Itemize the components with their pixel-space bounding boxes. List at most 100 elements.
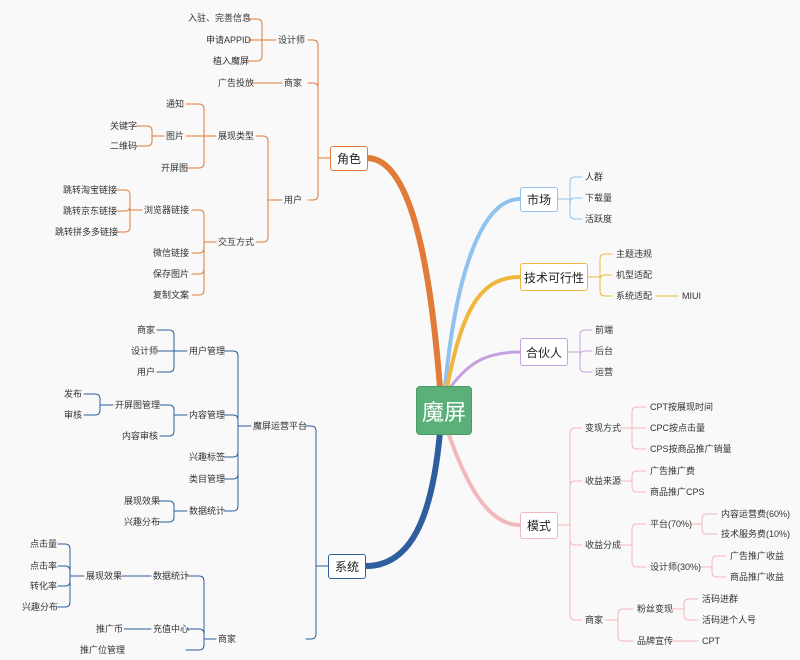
node-cvr[interactable]: 转化率 [30,581,58,591]
node-copy-text[interactable]: 复制文案 [153,290,190,300]
bracket-branch [569,524,583,621]
node-ops-interest[interactable]: 兴趣分布 [124,517,161,527]
node-um-merchant[interactable]: 商家 [137,325,156,335]
node-promo-coin[interactable]: 推广币 [96,624,124,634]
node-publish[interactable]: 发布 [64,389,83,399]
bracket-branch [83,404,101,416]
node-ad-fee[interactable]: 广告推广费 [650,466,696,476]
node-sys-merchant[interactable]: 商家 [218,634,237,644]
node-designer-share[interactable]: 设计师(30%) [650,562,702,572]
node-ad-slot[interactable]: 推广位管理 [80,645,126,655]
node-brand[interactable]: 品牌宣传 [637,636,674,646]
node-activity[interactable]: 活跃度 [585,214,613,224]
node-cps[interactable]: CPS按商品推广销量 [650,444,732,454]
branch-role[interactable]: 角色 [330,146,368,171]
node-image[interactable]: 图片 [166,131,185,141]
node-crowd[interactable]: 人群 [585,172,604,182]
node-qr-personal[interactable]: 活码进个人号 [702,615,757,625]
node-interest-dist[interactable]: 兴趣分布 [22,602,59,612]
node-recharge[interactable]: 充值中心 [153,624,190,634]
branch-market[interactable]: 市场 [520,187,558,212]
node-product-income[interactable]: 商品推广收益 [730,572,785,582]
node-browser-link[interactable]: 浏览器链接 [144,205,190,215]
node-designer-embed[interactable]: 植入魔屏 [213,56,250,66]
node-splash-mgmt[interactable]: 开屏图管理 [115,400,161,410]
node-designer[interactable]: 设计师 [278,35,306,45]
bracket-branch [191,209,205,243]
node-splash[interactable]: 开屏图 [161,163,189,173]
node-tech-service-fee[interactable]: 技术服务费(10%) [721,529,791,539]
node-user[interactable]: 用户 [284,195,303,205]
node-category-mgmt[interactable]: 类目管理 [189,474,226,484]
node-sys-adapt[interactable]: 系统适配 [616,291,653,301]
node-revenue-source[interactable]: 收益来源 [585,476,622,486]
root-node[interactable]: 魔屏 [416,386,472,435]
bracket-branch [711,555,727,568]
bracket-branch [156,329,175,352]
node-content-review[interactable]: 内容审核 [122,431,159,441]
node-jd[interactable]: 跳转京东链接 [63,206,118,216]
node-brand-cpt[interactable]: CPT [702,636,720,646]
node-review[interactable]: 审核 [64,410,83,420]
node-taobao[interactable]: 跳转淘宝链接 [63,185,118,195]
node-mode-merchant[interactable]: 商家 [585,615,604,625]
node-ad-income[interactable]: 广告推广收益 [730,551,785,561]
node-clicks[interactable]: 点击量 [30,539,58,549]
node-m-stats[interactable]: 数据统计 [153,571,190,581]
node-interaction[interactable]: 交互方式 [218,237,255,247]
node-product-cps[interactable]: 商品推广CPS [650,487,705,497]
node-notice[interactable]: 通知 [166,99,185,109]
bracket-branch [115,205,131,212]
bracket-branch [159,414,175,437]
node-m-display[interactable]: 展现效果 [86,571,123,581]
node-um-designer[interactable]: 设计师 [131,346,159,356]
node-cpc[interactable]: CPC按点击量 [650,423,706,433]
bracket-branch [569,524,583,546]
branch-tech[interactable]: 技术可行性 [520,263,588,291]
node-ctr[interactable]: 点击率 [30,561,58,571]
node-ops-platform[interactable]: 魔屏运营平台 [253,421,308,431]
node-theme-violation[interactable]: 主题违规 [616,249,653,259]
node-frontend[interactable]: 前端 [595,325,614,335]
node-platform-share[interactable]: 平台(70%) [650,519,693,529]
bracket-branch [57,575,71,608]
node-display-type[interactable]: 展现类型 [218,131,255,141]
node-downloads[interactable]: 下载量 [585,193,613,203]
bracket-branch [711,566,727,578]
node-qr-group[interactable]: 活码进群 [702,594,739,604]
bracket-branch [569,176,583,200]
node-keyword[interactable]: 关键字 [110,121,138,131]
node-designer-join[interactable]: 入驻、完善信息 [188,13,252,23]
node-wechat-link[interactable]: 微信链接 [153,248,190,258]
node-qrcode[interactable]: 二维码 [110,141,138,151]
node-interest-tags[interactable]: 兴趣标签 [189,452,226,462]
node-cpt[interactable]: CPT按展现时间 [650,402,714,412]
bracket-branch [569,480,583,526]
node-device-adapt[interactable]: 机型适配 [616,270,653,280]
bracket-branch [683,598,699,610]
bracket-branch [701,513,718,525]
node-backend[interactable]: 后台 [595,346,614,356]
bracket-branch [135,125,153,137]
node-pdd[interactable]: 跳转拼多多链接 [55,227,119,237]
node-ad-placement[interactable]: 广告投放 [218,78,255,88]
node-um-user[interactable]: 用户 [137,367,156,377]
node-ops-stats[interactable]: 数据统计 [189,506,226,516]
node-monetize[interactable]: 变现方式 [585,423,622,433]
node-role-merchant[interactable]: 商家 [284,78,303,88]
node-save-image[interactable]: 保存图片 [153,269,190,279]
node-user-mgmt[interactable]: 用户管理 [189,346,226,356]
bracket-branch [247,18,263,41]
node-operations[interactable]: 运营 [595,367,614,377]
node-content-mgmt[interactable]: 内容管理 [189,410,226,420]
node-designer-appid[interactable]: 申请APPID [206,35,252,45]
node-content-ops-fee[interactable]: 内容运营费(60%) [721,509,791,519]
node-fan-monetize[interactable]: 粉丝变现 [637,604,674,614]
bracket-branch [631,470,647,482]
node-miui[interactable]: MIUI [682,291,701,301]
branch-system[interactable]: 系统 [328,554,366,579]
node-ops-display[interactable]: 展现效果 [124,496,161,506]
branch-mode[interactable]: 模式 [520,512,558,539]
branch-partner[interactable]: 合伙人 [520,338,568,366]
node-revenue-split[interactable]: 收益分成 [585,540,622,550]
